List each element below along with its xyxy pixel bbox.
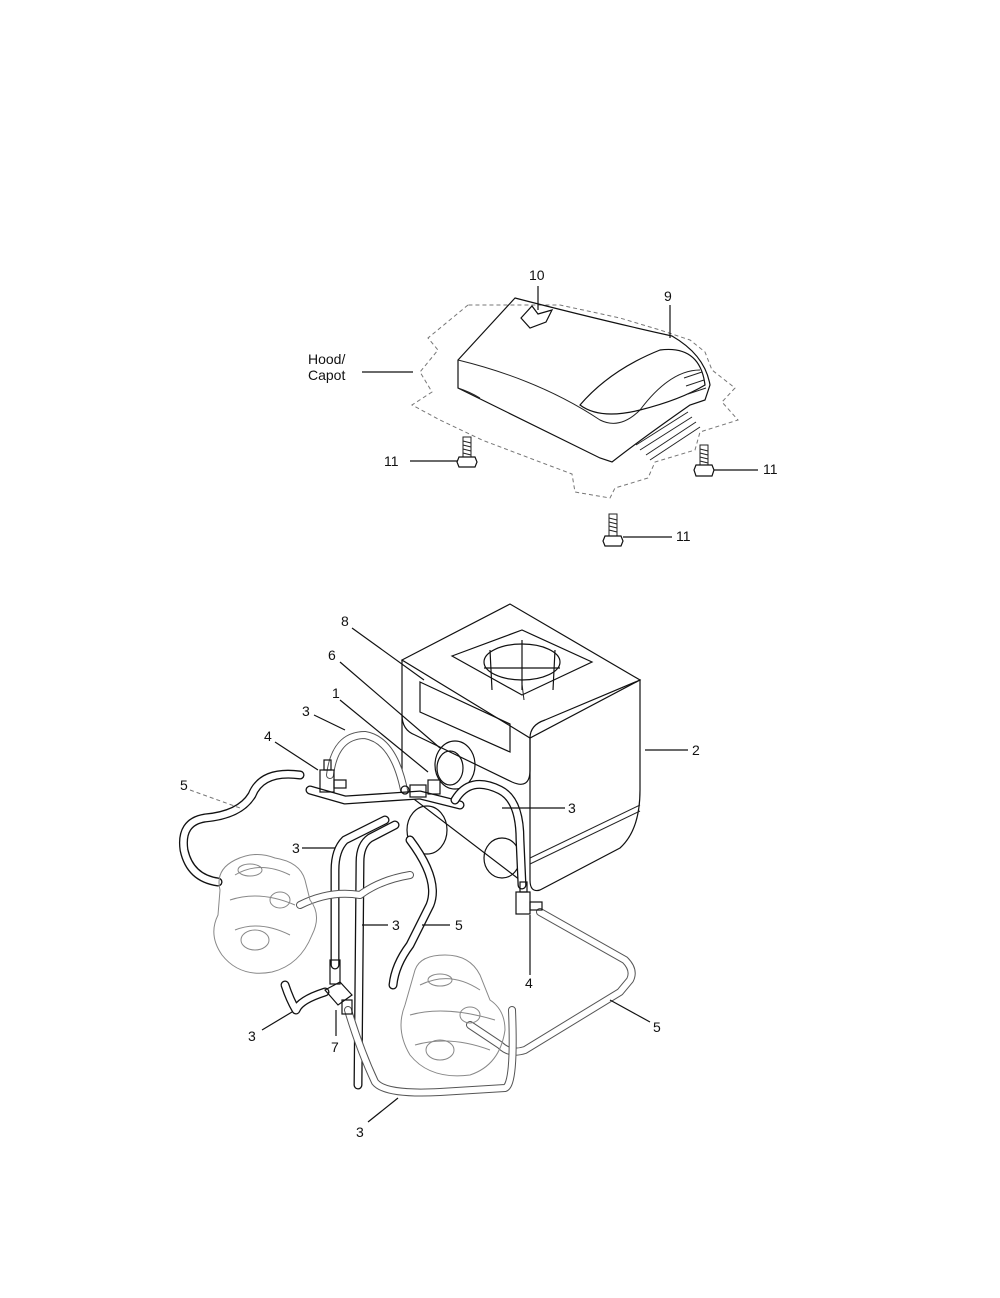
- callout-1: 1: [332, 685, 340, 701]
- tank-port-1: [406, 805, 448, 855]
- hose-to-pump-left-in: [297, 872, 413, 908]
- leader-1: [339, 699, 429, 773]
- callout-5-center: 5: [455, 917, 463, 933]
- leader-3-bottom: [367, 1097, 399, 1123]
- callout-7: 7: [331, 1039, 339, 1055]
- callout-3-top: 3: [302, 703, 310, 719]
- callout-11-bottom: 11: [676, 528, 691, 544]
- screw-right: [693, 444, 715, 477]
- hose-3-tank-right-in: [451, 781, 526, 889]
- callout-3-center: 3: [392, 917, 400, 933]
- hood-ghost-outline: [411, 304, 739, 499]
- hose-3-mid-in: [354, 821, 399, 1089]
- hood-lower-edge: [457, 387, 481, 399]
- hose-main-cross-in: [306, 786, 464, 809]
- tank-front-face: [401, 660, 531, 785]
- callout-9: 9: [664, 288, 672, 304]
- hose-5-right-in: [467, 909, 635, 1055]
- leader-5-right: [609, 999, 651, 1023]
- hose-5-left-in: [180, 771, 304, 886]
- hose-5-center-in: [389, 836, 436, 989]
- callout-5-right: 5: [653, 1019, 661, 1035]
- hood-assembly: Hood/ Capot 9 10 11 11 11: [308, 267, 778, 547]
- callout-3-bottom: 3: [356, 1124, 364, 1140]
- callout-5-left: 5: [180, 777, 188, 793]
- tank-filler: [450, 629, 594, 701]
- hood-vent-grille: [635, 371, 707, 461]
- callout-6: 6: [328, 647, 336, 663]
- hood-top-edge: [457, 359, 701, 424]
- callout-8: 8: [341, 613, 349, 629]
- callout-4-left: 4: [264, 728, 272, 744]
- tank-band-2: [529, 810, 641, 865]
- pump-left: [213, 854, 317, 974]
- label-capot: Capot: [308, 367, 345, 383]
- screw-left: [456, 436, 478, 468]
- tank-gauge: [434, 740, 476, 790]
- tank-top: [400, 603, 642, 739]
- hood-decal: [520, 305, 554, 329]
- leader-3-bottom-left: [261, 1011, 293, 1031]
- leader-5-left: [189, 789, 241, 809]
- callout-4-right: 4: [525, 975, 533, 991]
- tank-port-2: [483, 837, 521, 879]
- fitting-1: [400, 779, 441, 798]
- tank-right-face: [529, 679, 641, 892]
- leader-8: [351, 627, 425, 681]
- tank-label-plate: [419, 681, 511, 753]
- leader-6: [339, 661, 441, 749]
- callout-3-bottom-left: 3: [248, 1028, 256, 1044]
- callout-11-right: 11: [763, 461, 778, 477]
- callout-11-left: 11: [384, 453, 399, 469]
- leader-4-left: [274, 741, 319, 771]
- tank-assembly: 8 6 1 3 4 5 2 3 3 3 5 4 5 3 7 3: [178, 603, 700, 1140]
- pump-right: [400, 954, 506, 1077]
- callout-2: 2: [692, 742, 700, 758]
- callout-3-right: 3: [568, 800, 576, 816]
- hose-3-lower-loop-in: [345, 1007, 516, 1096]
- tank-band-1: [529, 804, 641, 859]
- callout-10: 10: [529, 267, 545, 283]
- leader-3-top: [313, 714, 346, 731]
- fitting-4-right: [515, 881, 543, 915]
- hose-3-upper-in: [327, 732, 408, 798]
- hose-3-bottom-left-in: [281, 981, 329, 1014]
- callout-3-mid-left: 3: [292, 840, 300, 856]
- fitting-4-left: [319, 759, 347, 793]
- hose-3-long-in: [331, 816, 389, 969]
- hood-vent-cowl: [579, 348, 706, 415]
- label-hood: Hood/: [308, 351, 345, 367]
- hood-body: [457, 297, 711, 463]
- screw-bottom: [602, 513, 624, 547]
- fitting-7: [324, 959, 353, 1015]
